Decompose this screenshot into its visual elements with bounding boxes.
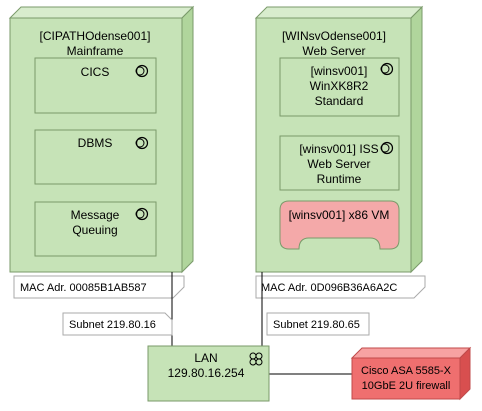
mainframe-node-top — [8, 6, 195, 19]
mac-note-label: MAC Adr. 00085B1AB587 — [20, 282, 147, 294]
component-label-line-3: Runtime — [317, 172, 362, 186]
component-message-queuing[interactable]: Message Queuing — [34, 201, 157, 257]
component-label-line-1: Message — [71, 208, 120, 222]
mainframe-node-side — [181, 5, 194, 274]
subnet-label: Subnet 219.80.16 — [69, 319, 156, 331]
firewall-model: Cisco ASA 5585-X — [361, 365, 452, 377]
webserver-node-top — [254, 6, 424, 19]
component-label-line-2: Queuing — [72, 223, 117, 237]
lan-label: LAN — [194, 351, 217, 365]
component-iss-web-server-runtime[interactable]: [winsv001] ISS Web Server Runtime — [279, 135, 400, 191]
component-icon — [135, 64, 149, 78]
component-icon — [380, 62, 394, 76]
vm-shape — [279, 200, 400, 250]
mac-note-mainframe: MAC Adr. 00085B1AB587 — [13, 275, 185, 299]
subnet-note-left: Subnet 219.80.16 — [62, 312, 173, 336]
component-label-line-1: [winsv001] ISS — [299, 142, 378, 156]
firewall-description: 10GbE 2U firewall — [362, 380, 451, 392]
component-dbms[interactable]: DBMS — [34, 129, 157, 185]
component-label-line-3: Standard — [315, 94, 364, 108]
mainframe-node-type: Mainframe — [67, 44, 124, 58]
component-cics[interactable]: CICS — [34, 57, 157, 114]
component-winxk8r2[interactable]: [winsv001] WinXK8R2 Standard — [279, 57, 400, 117]
lan-node[interactable]: LAN 129.80.16.254 — [147, 345, 270, 402]
subnet-note-right: Subnet 219.80.65 — [266, 312, 370, 336]
component-label-line-2: Web Server — [307, 157, 370, 171]
webserver-node[interactable]: [WINsvOdense001] Web Server [winsv001] W… — [254, 5, 424, 274]
mainframe-node-id: [CIPATHOdense001] — [40, 29, 151, 43]
mac-note-label: MAC Adr. 0D096B36A6A2C — [261, 282, 397, 294]
component-icon — [135, 136, 149, 150]
subnet-label: Subnet 219.80.65 — [273, 319, 360, 331]
component-icon — [380, 141, 394, 155]
firewall-body — [351, 357, 461, 400]
component-label-line-1: [winsv001] — [311, 64, 368, 78]
vm-x86[interactable]: [winsv001] x86 VM — [279, 200, 400, 250]
network-icon — [249, 352, 263, 366]
webserver-node-type: Web Server — [302, 44, 365, 58]
component-label: DBMS — [78, 136, 113, 150]
webserver-node-side — [410, 5, 423, 274]
mainframe-node[interactable]: [CIPATHOdense001] Mainframe CICS DBMS Me… — [8, 5, 195, 274]
component-icon — [135, 207, 149, 221]
webserver-node-id: [WINsvOdense001] — [282, 29, 386, 43]
firewall-top — [350, 347, 472, 359]
component-label: CICS — [81, 65, 110, 79]
firewall-node[interactable]: Cisco ASA 5585-X 10GbE 2U firewall — [350, 346, 472, 401]
mac-note-webserver: MAC Adr. 0D096B36A6A2C — [255, 275, 426, 299]
vm-label: [winsv001] x86 VM — [289, 208, 390, 222]
component-label-line-2: WinXK8R2 — [310, 79, 369, 93]
lan-address: 129.80.16.254 — [168, 366, 245, 380]
